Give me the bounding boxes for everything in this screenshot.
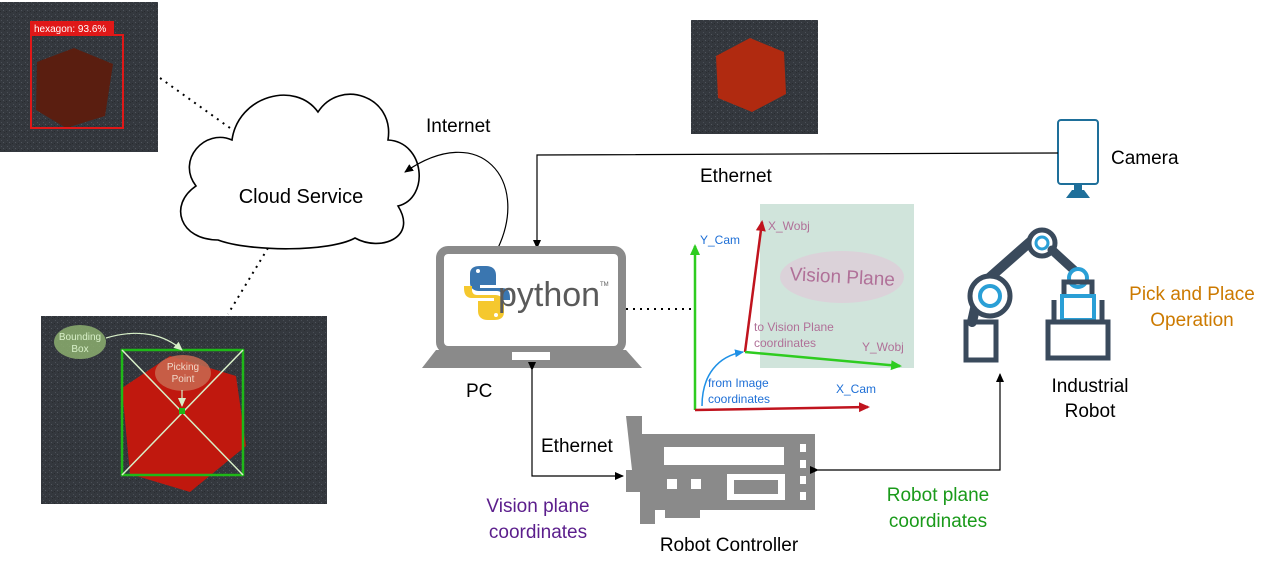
cloud-label: Cloud Service (239, 186, 364, 208)
ethernet-bottom-label: Ethernet (541, 436, 614, 457)
picking-point-bubble (155, 355, 211, 391)
industrial-robot (963, 227, 1111, 363)
picking-point-label-1: Picking (167, 362, 199, 373)
pc-laptop: python TM PC (422, 246, 642, 402)
dotted-link-detection-cloud (159, 77, 231, 129)
robot-plane-coords-label-2: coordinates (889, 511, 987, 532)
bounding-box-bubble (54, 325, 106, 359)
x-wobj-axis (743, 220, 766, 353)
detection-image: hexagon: 93.6% (0, 2, 158, 152)
x-cam-label: X_Cam (836, 382, 876, 396)
industrial-robot-label-2: Robot (1065, 401, 1116, 422)
camera-snapshot (691, 20, 818, 134)
camera-label: Camera (1111, 148, 1179, 169)
transform-arrow (701, 349, 744, 407)
cloud-icon (179, 93, 420, 250)
bounding-box-label-2: Box (71, 344, 88, 355)
camera-icon (1057, 119, 1099, 185)
detection-label-bg (30, 21, 114, 36)
from-image-label-1: from Image (708, 376, 769, 390)
ethernet-top-label: Ethernet (700, 166, 773, 187)
pick-place-label-1: Pick and Place (1129, 284, 1255, 305)
to-vision-plane-label-1: to Vision Plane (754, 320, 834, 334)
bounding-box-pointer (105, 332, 183, 351)
y-wobj-axis (744, 350, 902, 371)
robot-plane-coords-label-1: Robot plane (887, 485, 989, 506)
detection-label: hexagon: 93.6% (34, 24, 106, 35)
processed-image: Bounding Box Picking Point (41, 316, 327, 504)
industrial-robot-label-1: Industrial (1051, 376, 1128, 397)
internet-label: Internet (426, 116, 491, 137)
link-controller-robot (810, 373, 1004, 474)
pc-label: PC (466, 381, 492, 402)
internet-arrow (404, 151, 509, 257)
detected-hexagon (36, 48, 113, 128)
python-tm: TM (600, 282, 609, 288)
ethernet-camera-pc (533, 152, 1059, 249)
x-cam-axis (694, 402, 870, 413)
coordinate-frames: Vision Plane Y_Cam X_Cam X_Wobj Y_Wobj t… (690, 204, 914, 413)
vision-plane-coords-label-1: Vision plane (486, 496, 589, 517)
camera: Camera (1057, 119, 1179, 198)
to-vision-plane-label-2: coordinates (754, 336, 816, 350)
processed-hexagon (122, 356, 246, 492)
controller-card-icon (626, 416, 815, 524)
python-wordmark: python (498, 276, 600, 314)
y-cam-label: Y_Cam (700, 233, 740, 247)
snapshot-hexagon (716, 38, 786, 112)
python-logo-icon (464, 266, 510, 320)
bounding-box-label-1: Bounding (59, 332, 101, 343)
picking-point-label-2: Point (172, 374, 195, 385)
vision-plane-coords-label-2: coordinates (489, 522, 587, 543)
pick-place-label-2: Operation (1150, 310, 1233, 331)
robot-controller-label: Robot Controller (660, 535, 799, 556)
cloud-service: Cloud Service (179, 93, 420, 250)
picking-point-marker (179, 408, 185, 414)
from-image-label-2: coordinates (708, 392, 770, 406)
vision-plane-bubble (780, 251, 904, 303)
y-wobj-label: Y_Wobj (862, 340, 904, 354)
robot-controller: Robot Controller (626, 416, 815, 556)
dotted-link-cloud-processed (227, 247, 269, 315)
x-wobj-label: X_Wobj (768, 219, 810, 233)
ethernet-pc-controller (528, 362, 624, 480)
